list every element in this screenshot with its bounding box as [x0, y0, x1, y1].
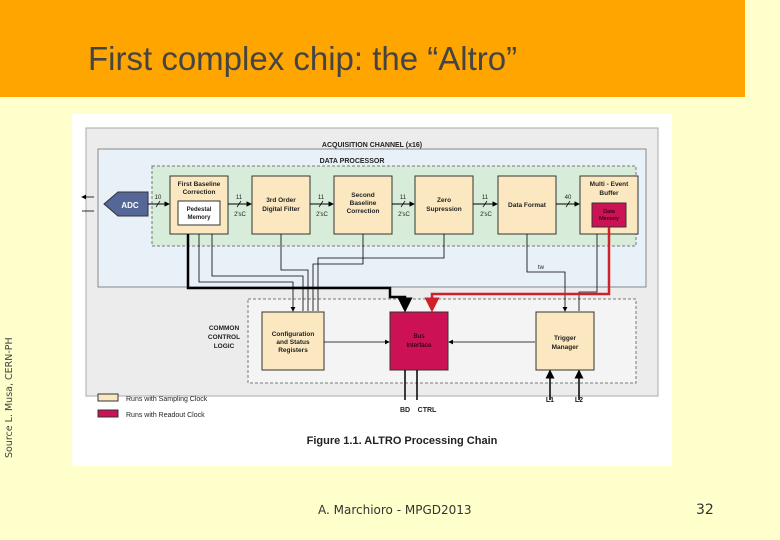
legend-swatch-readout — [97, 409, 119, 418]
legend-label-readout: Runs with Readout Clock — [126, 412, 205, 419]
data-processor-label: DATA PROCESSOR — [320, 158, 385, 165]
figure-caption: Figure 1.1. ALTRO Processing Chain — [307, 435, 498, 447]
config-label-2: and Status — [276, 339, 310, 346]
first-baseline-label-1: First Baseline — [178, 181, 221, 188]
bus-width-1: 10 — [155, 195, 162, 201]
trigger-manager-block — [535, 311, 595, 371]
io-ctrl: CTRL — [418, 407, 437, 414]
trigger-label-2: Manager — [552, 344, 579, 351]
bus-interface-label-2: Interface — [406, 342, 432, 349]
twos-comp-4: 2'sC — [480, 212, 492, 218]
pedestal-memory-block — [177, 200, 221, 226]
multi-event-label-2: Buffer — [599, 190, 619, 197]
second-baseline-label-2: Baseline — [350, 200, 377, 207]
twos-comp-1: 2'sC — [234, 212, 246, 218]
data-format-label: Data Format — [508, 202, 547, 209]
io-l1: L1 — [546, 397, 554, 404]
bus-width-4: 11 — [400, 195, 407, 201]
source-credit: Source L. Musa, CERN-PH — [4, 337, 15, 458]
data-memory-label-2: Memory — [599, 216, 619, 222]
data-memory-path — [424, 227, 611, 313]
config-label-3: Registers — [278, 347, 308, 354]
slide-title: First complex chip: the “Altro” — [88, 40, 518, 77]
second-baseline-label-3: Correction — [347, 208, 380, 215]
bus-width-5: 11 — [482, 195, 489, 201]
adc-label: ADC — [121, 201, 139, 210]
bus-width-2: 11 — [236, 195, 243, 201]
io-bd: BD — [400, 407, 410, 414]
footer-author: A. Marchioro - MPGD2013 — [318, 503, 472, 517]
data-format-block — [497, 175, 557, 235]
page-number: 32 — [696, 502, 714, 518]
second-baseline-label-1: Second — [351, 192, 375, 199]
ccl-label-1: COMMON — [209, 325, 240, 332]
bus-interface-block — [389, 311, 449, 371]
altro-diagram: ACQUISITION CHANNEL (x16) DATA PROCESSOR… — [72, 114, 672, 466]
data-memory-label-1: Data — [603, 209, 616, 215]
third-order-filter-block — [251, 175, 311, 235]
ccl-label-2: CONTROL — [208, 334, 240, 341]
tw-label: tw — [538, 265, 545, 271]
twos-comp-2: 2'sC — [316, 212, 328, 218]
bus-width-6: 40 — [565, 195, 572, 201]
acquisition-channel-label: ACQUISITION CHANNEL (x16) — [322, 142, 422, 149]
title-band — [0, 0, 745, 97]
zero-suppression-block — [414, 175, 474, 235]
io-l2: L2 — [575, 397, 583, 404]
readout-data-path — [186, 234, 413, 313]
third-order-label-2: Digital Filter — [262, 206, 300, 213]
ccl-label-3: LOGIC — [214, 343, 235, 350]
pedestal-memory-label-1: Pedestal — [187, 207, 212, 213]
legend-swatch-sampling — [97, 393, 119, 402]
twos-comp-3: 2'sC — [398, 212, 410, 218]
pedestal-memory-label-2: Memory — [187, 215, 211, 221]
multi-event-label-1: Multi - Event — [590, 181, 629, 188]
zero-supp-label-2: Supression — [426, 206, 461, 213]
data-memory-block — [591, 202, 627, 228]
first-baseline-label-2: Correction — [183, 189, 216, 196]
config-label-1: Configuration — [272, 331, 315, 338]
third-order-label-1: 3rd Order — [266, 197, 296, 204]
zero-supp-label-1: Zero — [437, 197, 451, 204]
config-status-block — [261, 311, 325, 371]
legend-label-sampling: Runs with Sampling Clock — [126, 396, 208, 403]
bus-width-3: 11 — [318, 195, 325, 201]
bus-interface-label-1: Bus — [413, 333, 425, 340]
trigger-label-1: Trigger — [554, 335, 577, 342]
